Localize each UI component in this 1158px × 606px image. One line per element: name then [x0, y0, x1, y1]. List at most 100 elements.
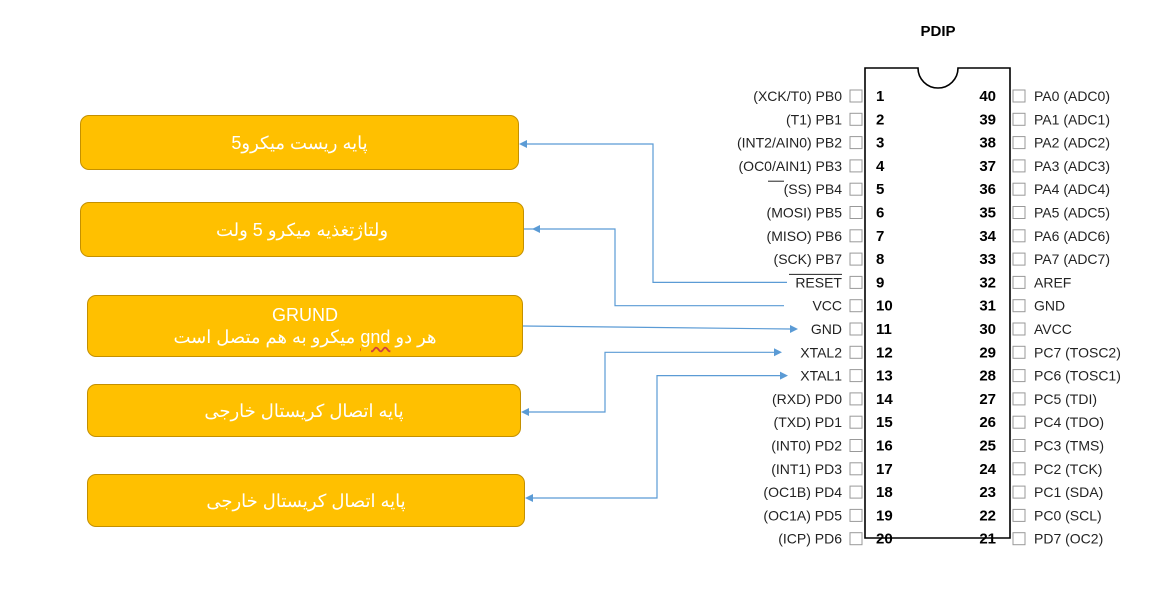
reset-connector [527, 143, 787, 283]
right-pin-number: 23 [979, 484, 996, 501]
left-pin-square [849, 415, 863, 429]
right-pin-label: PA5 (ADC5) [1034, 205, 1110, 221]
left-pin-label: (OC1A) PD5 [763, 507, 842, 523]
left-pin-number: 11 [876, 321, 892, 338]
left-pin-label: (INT1) PD3 [771, 461, 842, 477]
right-pin-label: PA2 (ADC2) [1034, 135, 1110, 151]
xtal1-pin-note: پایه اتصال کریستال خارجی [87, 474, 525, 527]
left-pin-number: 18 [876, 484, 893, 501]
right-pin-label: PD7 (OC2) [1034, 531, 1103, 547]
vcc-connector [524, 228, 784, 307]
xtal2-connector [529, 351, 774, 413]
left-pin-label: (INT0) PD2 [771, 438, 842, 454]
left-pin-label: (SS) PB4 [784, 181, 843, 197]
left-pin-square [849, 89, 863, 103]
right-pin-label: PC3 (TMS) [1034, 438, 1104, 454]
left-pin-label: (SCK) PB7 [774, 251, 843, 267]
left-pin-label: VCC [812, 298, 842, 314]
right-pin-square [1012, 89, 1026, 103]
right-pin-square [1012, 369, 1026, 383]
right-pin-number: 21 [979, 531, 996, 548]
left-pin-square [849, 252, 863, 266]
left-pin-number: 3 [876, 135, 884, 152]
left-pin-number: 13 [876, 368, 893, 385]
right-pin-label: PA6 (ADC6) [1034, 228, 1110, 244]
right-pin-number: 29 [979, 344, 996, 361]
left-pin-square [849, 508, 863, 522]
gnd-note-title: GRUND [272, 305, 338, 325]
left-pin-square [849, 136, 863, 150]
right-pin-square [1012, 299, 1026, 313]
right-pin-number: 33 [979, 251, 996, 268]
right-pin-label: PC6 (TOSC1) [1034, 368, 1121, 384]
right-pin-number: 25 [979, 438, 996, 455]
xtal2-pin-arrowhead [774, 348, 782, 357]
left-pin-number: 1 [876, 88, 884, 105]
right-pin-label: PC0 (SCL) [1034, 507, 1102, 523]
vcc-pin-note: ولتاژتغذیه میکرو 5 ولت [80, 202, 524, 257]
reset-pin-note-text: پایه ریست میکرو5 [231, 132, 368, 153]
left-pin-label: (MISO) PB6 [767, 228, 843, 244]
right-pin-number: 36 [979, 181, 996, 198]
left-pin-square [849, 439, 863, 452]
gnd-pin-note: GRUND هر دو gnd میکرو به هم متصل است [87, 295, 523, 357]
left-pin-square [849, 462, 863, 476]
gnd-connector [522, 325, 791, 330]
reset-pin-note: پایه ریست میکرو5 [80, 115, 519, 170]
right-pin-square [1012, 252, 1026, 266]
right-pin-number: 27 [979, 391, 996, 408]
left-pin-label: XTAL2 [800, 344, 842, 360]
right-pin-square [1012, 136, 1026, 150]
left-pin-number: 15 [876, 414, 893, 431]
left-pin-label: (INT2/AIN0) PB2 [737, 135, 842, 151]
right-pin-label: PC4 (TDO) [1034, 414, 1104, 430]
right-pin-square [1012, 415, 1026, 429]
right-pin-label: AVCC [1034, 321, 1072, 337]
left-pin-number: 8 [876, 251, 884, 268]
left-pin-square [849, 206, 863, 219]
right-pin-number: 38 [979, 135, 996, 152]
right-pin-label: PC5 (TDI) [1034, 391, 1097, 407]
left-pin-number: 5 [876, 181, 884, 198]
left-pin-label: (OC0/AIN1) PB3 [739, 158, 843, 174]
right-pin-label: PC1 (SDA) [1034, 484, 1103, 500]
left-pin-square [849, 345, 863, 359]
right-pin-number: 37 [979, 158, 996, 175]
right-pin-square [1012, 508, 1026, 522]
vcc-arrowhead [532, 225, 540, 233]
package-title: PDIP [920, 23, 955, 40]
left-pin-square [849, 485, 863, 499]
left-pin-square [849, 275, 863, 289]
right-pin-number: 35 [979, 205, 996, 222]
left-pin-square [849, 392, 863, 406]
left-pin-label: (MOSI) PB5 [767, 205, 843, 221]
gnd-note-line-start: هر دو [390, 327, 437, 347]
left-pin-number: 7 [876, 228, 884, 245]
left-pin-square [849, 112, 863, 126]
left-pin-square [849, 322, 863, 336]
left-pin-number: 17 [876, 461, 893, 478]
xtal1-arrowhead [525, 494, 533, 502]
right-pin-square [1012, 532, 1026, 546]
right-pin-square [1012, 345, 1026, 359]
left-pin-square [849, 299, 863, 313]
gnd-arrowhead [790, 325, 798, 333]
left-pin-square [849, 532, 863, 546]
xtal1-pin-arrowhead [780, 371, 788, 380]
left-pin-number: 4 [876, 158, 885, 175]
xtal2-arrowhead [521, 408, 529, 416]
vcc-pin-note-text: ولتاژتغذیه میکرو 5 ولت [215, 219, 389, 240]
right-pin-number: 31 [979, 298, 996, 315]
left-pin-label: XTAL1 [800, 368, 842, 384]
right-pin-number: 32 [979, 274, 996, 291]
left-pin-label: GND [811, 321, 842, 337]
left-pin-number: 20 [876, 531, 893, 548]
left-pin-number: 10 [876, 298, 893, 315]
xtal1-pin-note-text: پایه اتصال کریستال خارجی [206, 490, 406, 511]
right-pin-number: 39 [979, 111, 996, 128]
right-pin-label: PC7 (TOSC2) [1034, 344, 1121, 360]
gnd-note-gnd-word: gnd [360, 327, 391, 347]
right-pin-square [1012, 112, 1026, 126]
chip-body [864, 67, 1011, 539]
